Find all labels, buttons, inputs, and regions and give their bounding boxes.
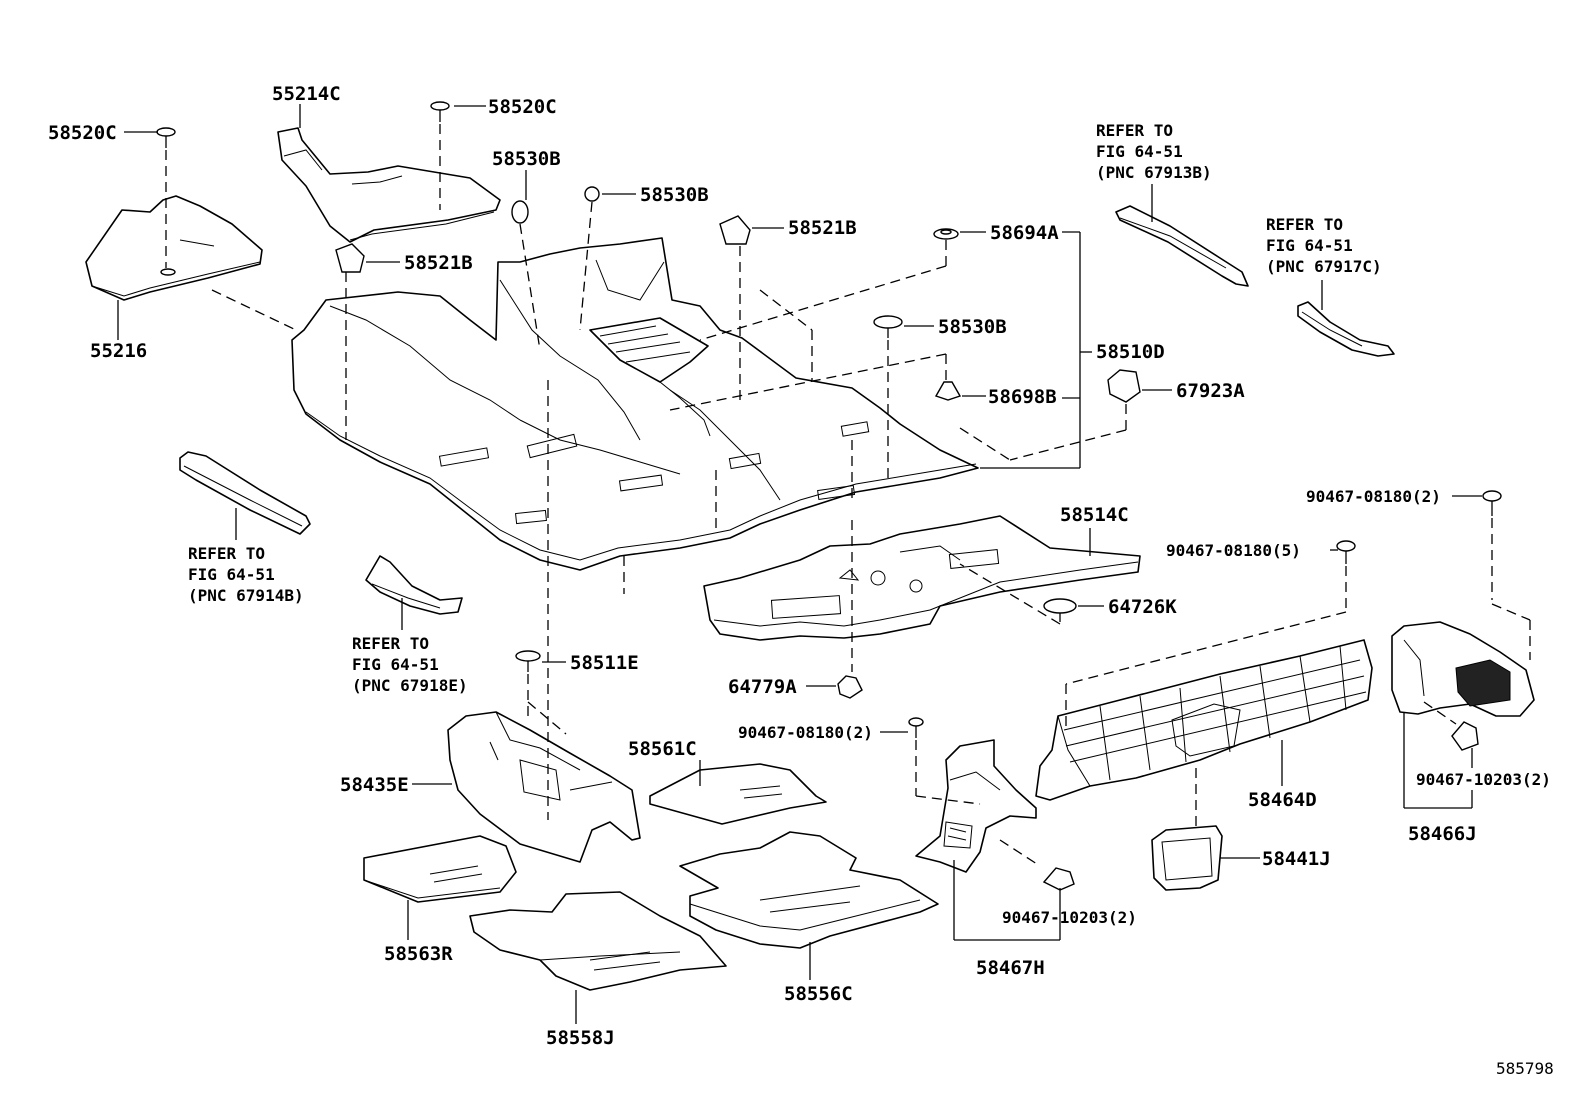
ref-67917C-line1: REFER TO	[1266, 215, 1343, 234]
label-58467H: 58467H	[976, 957, 1045, 979]
ref-67917C-line3: (PNC 67917C)	[1266, 257, 1382, 276]
ref-67918E: REFER TO FIG 64-51 (PNC 67918E)	[352, 634, 468, 695]
part-58441J-shape	[1151, 825, 1223, 891]
ref-67914B: REFER TO FIG 64-51 (PNC 67914B)	[188, 544, 304, 605]
ref-67918E-line2: FIG 64-51	[352, 655, 439, 674]
ref-67913B-line1: REFER TO	[1096, 121, 1173, 140]
part-67918E-shape	[365, 555, 463, 615]
label-90467-08180-right: 90467-08180(2)	[1306, 487, 1441, 506]
part-58466J-shape	[1391, 621, 1535, 717]
label-58514C: 58514C	[1060, 504, 1129, 526]
label-58561C: 58561C	[628, 738, 697, 760]
label-58530B-c: 58530B	[938, 316, 1007, 338]
label-64779A: 64779A	[728, 676, 797, 698]
ref-67914B-line1: REFER TO	[188, 544, 265, 563]
label-90467-10203-left: 90467-10203(2)	[1002, 908, 1137, 927]
ref-67914B-line3: (PNC 67914B)	[188, 586, 304, 605]
figure-id: 585798	[1496, 1059, 1554, 1078]
label-90467-08180-left: 90467-08180(2)	[738, 723, 873, 742]
part-58558J-shape	[469, 891, 727, 991]
assembly-lines	[165, 124, 1531, 867]
label-58521B-right: 58521B	[788, 217, 857, 239]
ref-67913B: REFER TO FIG 64-51 (PNC 67913B)	[1096, 121, 1212, 182]
label-90467-10203-right: 90467-10203(2)	[1416, 770, 1551, 789]
label-58510D: 58510D	[1096, 341, 1165, 363]
label-58520C-left: 58520C	[48, 122, 117, 144]
fasteners	[156, 101, 1502, 891]
ref-67913B-line3: (PNC 67913B)	[1096, 163, 1212, 182]
label-58441J: 58441J	[1262, 848, 1331, 870]
label-58464D: 58464D	[1248, 789, 1317, 811]
part-55216-shape	[85, 195, 263, 301]
label-58558J: 58558J	[546, 1027, 615, 1049]
part-58563R-shape	[363, 835, 517, 903]
part-67914B-shape	[179, 451, 311, 535]
leader-lines	[117, 104, 1482, 1024]
part-55214C-shape	[277, 127, 501, 243]
label-67923A: 67923A	[1176, 380, 1245, 402]
label-90467-08180-5: 90467-08180(5)	[1166, 541, 1301, 560]
part-67913B-shape	[1115, 205, 1249, 287]
part-58510D-shape	[291, 237, 979, 571]
ref-67914B-line2: FIG 64-51	[188, 565, 275, 584]
label-58530B-a: 58530B	[492, 148, 561, 170]
label-58466J: 58466J	[1408, 823, 1477, 845]
part-58556C-shape	[679, 831, 939, 949]
part-58467H-shape	[915, 739, 1037, 873]
part-58514C-shape	[703, 515, 1141, 641]
label-58520C-top: 58520C	[488, 96, 557, 118]
label-55214C: 55214C	[272, 83, 341, 105]
label-58698B: 58698B	[988, 386, 1057, 408]
ref-67917C-line2: FIG 64-51	[1266, 236, 1353, 255]
ref-67918E-line3: (PNC 67918E)	[352, 676, 468, 695]
label-58511E: 58511E	[570, 652, 639, 674]
part-67917C-shape	[1297, 301, 1395, 357]
label-58435E: 58435E	[340, 774, 409, 796]
part-58435E-shape	[447, 711, 641, 863]
ref-67917C: REFER TO FIG 64-51 (PNC 67917C)	[1266, 215, 1382, 276]
label-58563R: 58563R	[384, 943, 453, 965]
part-labels: 55214C 58520C 58520C 58530B 58530B 58521…	[48, 83, 1551, 1049]
ref-67918E-line1: REFER TO	[352, 634, 429, 653]
label-58694A: 58694A	[990, 222, 1059, 244]
part-58561C-shape	[649, 763, 827, 825]
label-58556C: 58556C	[784, 983, 853, 1005]
ref-67913B-line2: FIG 64-51	[1096, 142, 1183, 161]
label-55216: 55216	[90, 340, 147, 362]
label-64726K: 64726K	[1108, 596, 1177, 618]
label-58521B-left: 58521B	[404, 252, 473, 274]
part-58464D-shape	[1035, 639, 1373, 801]
label-58530B-b: 58530B	[640, 184, 709, 206]
